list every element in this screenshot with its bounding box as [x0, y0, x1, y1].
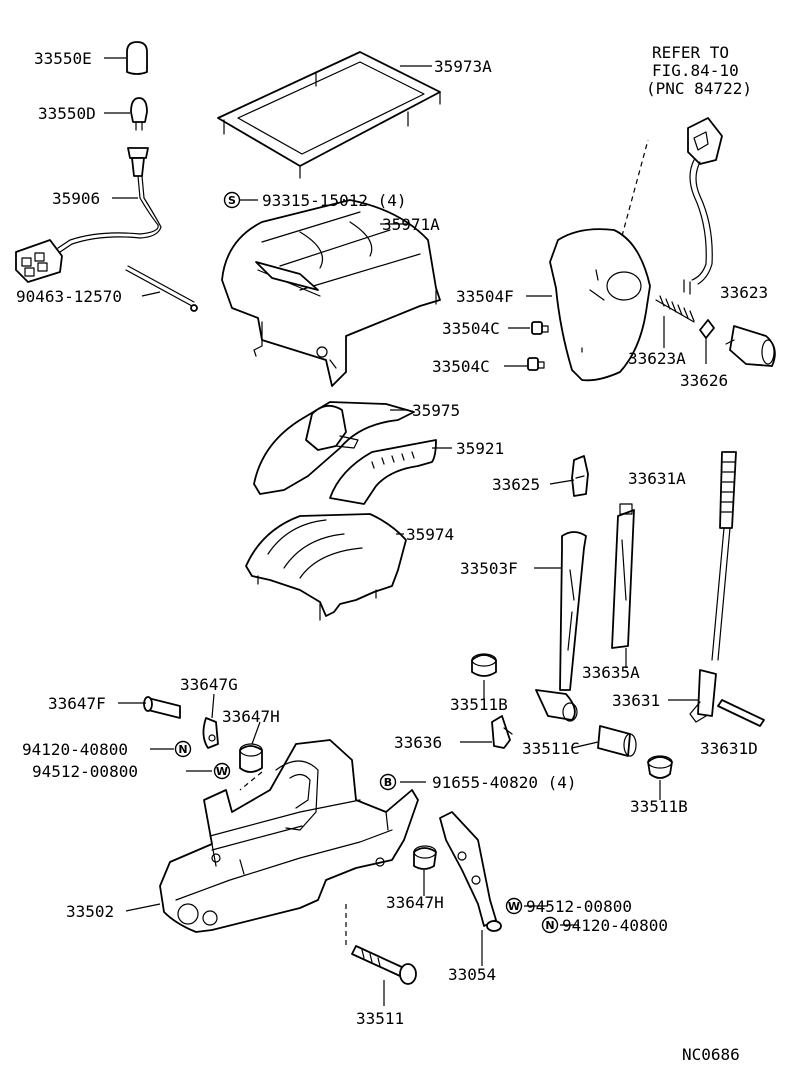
- part-33550E: [126, 41, 148, 75]
- part-33504C-screw-1: [531, 321, 549, 335]
- part-33504F: [549, 228, 651, 382]
- label-33631: 33631: [612, 691, 660, 710]
- label-33511C: 33511C: [522, 739, 580, 758]
- label-33647G: 33647G: [180, 675, 238, 694]
- part-33631D: [717, 699, 765, 727]
- label-35975: 35975: [412, 401, 460, 420]
- part-33511: [351, 945, 417, 985]
- label-33504F: 33504F: [456, 287, 514, 306]
- part-33054: [439, 811, 502, 932]
- label-33626: 33626: [680, 371, 728, 390]
- part-33623A: [655, 295, 695, 323]
- part-33623: [725, 325, 776, 367]
- label-33502: 33502: [66, 902, 114, 921]
- part-35973A: [217, 51, 441, 179]
- svg-text:(PNC 84722): (PNC 84722): [646, 79, 752, 98]
- label-94120-40800-2: 94120-40800: [562, 916, 668, 935]
- badge-w-94512-1: W: [213, 762, 231, 780]
- svg-text:B: B: [384, 776, 392, 789]
- svg-text:N: N: [545, 919, 554, 932]
- label-33647H-2: 33647H: [386, 893, 444, 912]
- badge-w-94512-2: W: [505, 897, 523, 915]
- label-33625: 33625: [492, 475, 540, 494]
- part-33625: [571, 455, 589, 497]
- part-33636: [491, 715, 513, 749]
- part-33635A: [611, 503, 635, 649]
- part-35906: [15, 147, 162, 283]
- svg-text:N: N: [178, 743, 187, 756]
- label-33054: 33054: [448, 965, 496, 984]
- label-33623: 33623: [720, 283, 768, 302]
- svg-text:W: W: [216, 765, 228, 778]
- label-33511B-1: 33511B: [450, 695, 508, 714]
- svg-text:FIG.84-10: FIG.84-10: [652, 61, 739, 80]
- svg-text:S: S: [228, 194, 236, 207]
- label-33636: 33636: [394, 733, 442, 752]
- part-33511C: [597, 725, 637, 757]
- reference-note: REFER TO FIG.84-10 (PNC 84722): [646, 43, 752, 98]
- part-33511B-bushing-2: [647, 755, 673, 779]
- label-35971A: 35971A: [382, 215, 440, 234]
- label-94120-40800-1: 94120-40800: [22, 740, 128, 759]
- label-93315-15012: 93315-15012 (4): [262, 191, 407, 210]
- part-33502: [159, 739, 419, 933]
- svg-text:REFER TO: REFER TO: [652, 43, 729, 62]
- part-33550D: [130, 97, 148, 131]
- part-90463-12570: [125, 265, 198, 312]
- label-33504C-1: 33504C: [442, 319, 500, 338]
- label-35906: 35906: [52, 189, 100, 208]
- part-33631: [689, 527, 731, 723]
- part-33647H-bushing-1: [239, 743, 263, 773]
- part-33511B-bushing-1: [471, 653, 497, 677]
- part-33647G: [202, 717, 219, 749]
- part-switch-ref: [683, 117, 723, 295]
- part-33647F: [143, 696, 181, 719]
- label-94512-00800-2: 94512-00800: [526, 897, 632, 916]
- label-33647F: 33647F: [48, 694, 106, 713]
- label-33631D: 33631D: [700, 739, 758, 758]
- part-35921: [329, 439, 437, 505]
- label-33623A: 33623A: [628, 349, 686, 368]
- label-35974: 35974: [406, 525, 454, 544]
- badge-n-94120-1: N: [174, 740, 192, 758]
- leader-lines: [104, 57, 707, 1006]
- label-33631A: 33631A: [628, 469, 686, 488]
- diagram-id: NC0686: [682, 1045, 740, 1064]
- svg-text:W: W: [508, 900, 520, 913]
- part-33631A: [719, 451, 737, 529]
- part-33647H-bushing-2: [413, 845, 437, 870]
- label-94512-00800-1: 94512-00800: [32, 762, 138, 781]
- part-35974: [245, 513, 407, 621]
- label-35973A: 35973A: [434, 57, 492, 76]
- label-33504C-2: 33504C: [432, 357, 490, 376]
- label-33503F: 33503F: [460, 559, 518, 578]
- label-33511: 33511: [356, 1009, 404, 1028]
- label-90463-12570: 90463-12570: [16, 287, 122, 306]
- part-33504C-screw-2: [527, 357, 545, 371]
- part-35975: [253, 401, 415, 495]
- label-33550E: 33550E: [34, 49, 92, 68]
- label-35921: 35921: [456, 439, 504, 458]
- badge-n-94120-2: N: [541, 916, 559, 934]
- part-35971A: [221, 199, 441, 387]
- label-33550D: 33550D: [38, 104, 96, 123]
- part-33503F: [535, 531, 587, 722]
- badge-s-93315: S: [223, 191, 241, 209]
- label-91655-40820: 91655-40820 (4): [432, 773, 577, 792]
- label-33635A: 33635A: [582, 663, 640, 682]
- badge-b-91655: B: [379, 773, 397, 791]
- label-33647H-1: 33647H: [222, 707, 280, 726]
- part-33626: [699, 319, 715, 339]
- label-33511B-2: 33511B: [630, 797, 688, 816]
